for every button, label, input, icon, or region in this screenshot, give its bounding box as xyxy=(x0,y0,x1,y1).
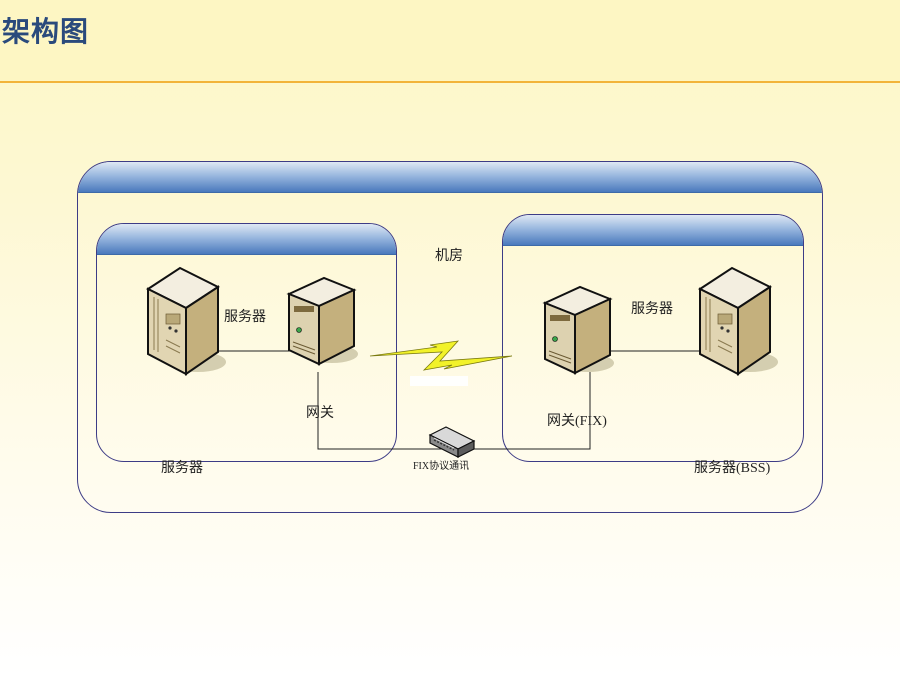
left-room-label: 服务器 xyxy=(161,461,203,476)
left-room-header xyxy=(97,224,396,255)
network-switch-icon xyxy=(428,426,476,458)
right-room-label: 服务器(BSS) xyxy=(694,461,771,476)
right-gateway-server-icon xyxy=(542,285,614,375)
left-tower-server-icon xyxy=(145,266,226,376)
switch-label: FIX协议通讯 xyxy=(413,461,470,472)
right-room-header xyxy=(503,215,803,246)
left-room-panel xyxy=(96,223,397,462)
right-room-panel xyxy=(502,214,804,462)
machine-room-panel xyxy=(77,161,823,513)
right-tower-server-icon xyxy=(697,266,778,376)
machine-room-label: 机房 xyxy=(435,249,463,264)
lightning-shadow xyxy=(410,376,468,386)
page-title: 架构图 xyxy=(2,15,90,48)
right-server-label: 服务器 xyxy=(631,302,673,317)
title-bar: 架构图 xyxy=(0,0,900,83)
machine-room-header xyxy=(78,162,822,193)
left-server-label: 服务器 xyxy=(224,310,266,325)
left-gateway-label: 网关 xyxy=(306,406,334,421)
left-gateway-server-icon xyxy=(286,276,358,366)
wan-lightning-icon xyxy=(369,340,513,371)
right-gateway-label: 网关(FIX) xyxy=(547,414,607,429)
